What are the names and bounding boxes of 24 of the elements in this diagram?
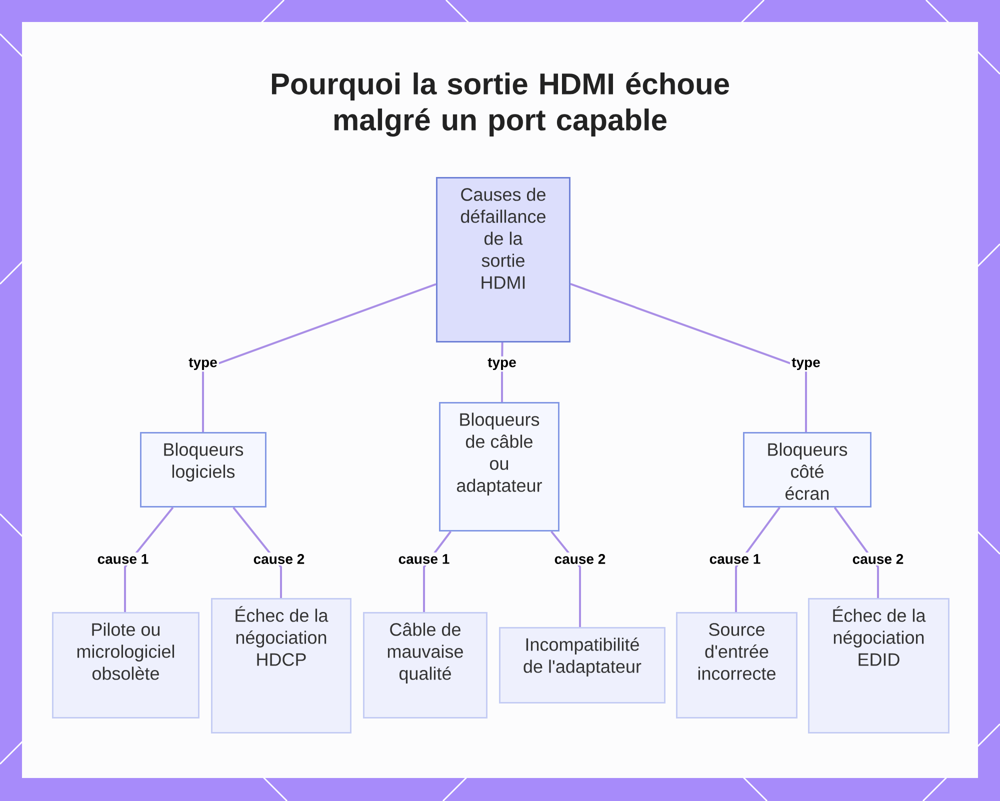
connector [124,506,174,612]
title: Pourquoi la sortie HDMI échoue malgré un port capable [272,72,729,137]
cause-box: Échec de la négociation HDCP [211,598,352,734]
category-box: Bloqueurs côté écran [743,432,872,508]
category-box: Bloqueurs de câble ou adaptateur [439,402,560,532]
root-box: Causes de défaillance de la sortie HDMI [436,177,570,342]
cause-box: Source d'entrée incorrecte [676,612,798,718]
edge-label: type [187,356,219,372]
cause-box: Incompatibilité de l'adaptateur [499,627,666,704]
connector [570,283,807,432]
edge-label: cause 1 [96,552,150,566]
edge-label: type [790,356,822,372]
cause-box: Pilote ou micrologiciel obsolète [52,612,200,718]
edge-label: cause 2 [552,552,608,566]
edge-label: cause 1 [708,552,762,566]
category-box: Bloqueurs logiciels [140,432,266,508]
edge-label: cause 1 [396,552,452,566]
cause-box: Échec de la négociation EDID [808,598,950,734]
edge-label: cause 2 [850,552,906,566]
connector [202,283,436,432]
edge-label: type [486,356,518,372]
connector [735,506,780,612]
cause-box: Câble de mauvaise qualité [363,612,488,718]
edge-label: cause 2 [252,552,306,566]
